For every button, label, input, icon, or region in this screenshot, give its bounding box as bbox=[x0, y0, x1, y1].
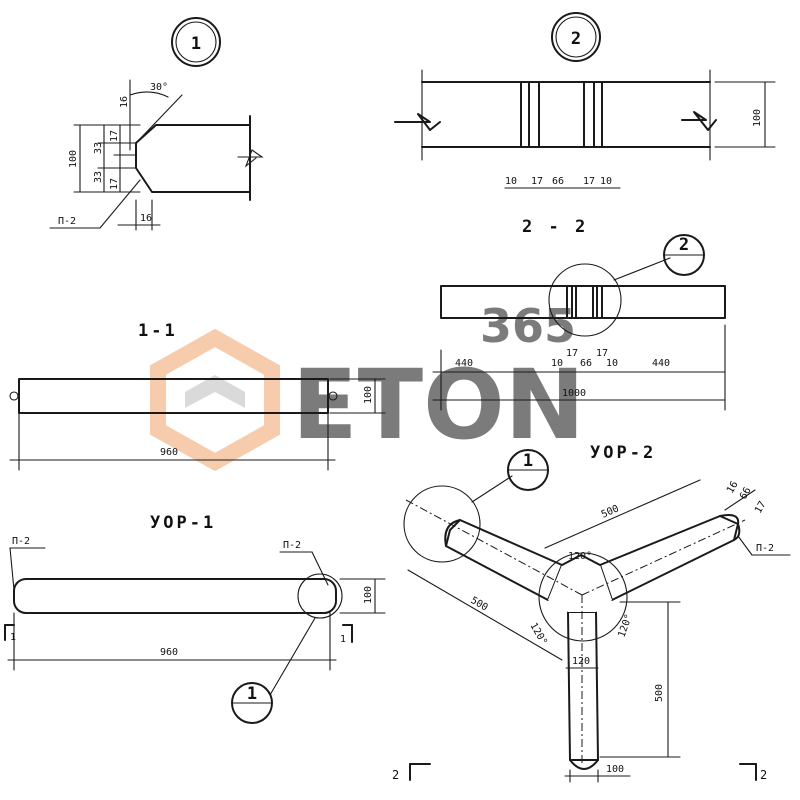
svg-text:66: 66 bbox=[552, 176, 564, 187]
svg-text:10: 10 bbox=[600, 176, 612, 187]
svg-text:16: 16 bbox=[725, 480, 741, 496]
section-2-2-detail-circle bbox=[548, 263, 622, 337]
detail-2-bubble-label: 2 bbox=[571, 29, 581, 49]
upor-2-angle-top: 120° bbox=[568, 551, 592, 562]
watermark-hexagon-icon bbox=[150, 328, 280, 472]
upor-1-title: УОР-1 bbox=[150, 513, 216, 533]
detail-2: 2 100 10 17 66 17 10 bbox=[394, 12, 776, 189]
upor-1-length: 960 bbox=[160, 647, 178, 658]
svg-text:16: 16 bbox=[119, 96, 130, 108]
upor-2-title: УОР-2 bbox=[590, 443, 656, 463]
section-1-1-length: 960 bbox=[160, 447, 178, 458]
svg-text:17: 17 bbox=[531, 176, 543, 187]
section-1-1-title: 1-1 bbox=[138, 321, 178, 341]
svg-text:16: 16 bbox=[140, 213, 152, 224]
svg-text:10: 10 bbox=[505, 176, 517, 187]
upor-2-arm-upper: 500 bbox=[600, 503, 621, 520]
upor-1-detail-circle bbox=[297, 573, 343, 619]
upor-2-angle-left: 120° bbox=[527, 621, 549, 647]
svg-text:33: 33 bbox=[93, 171, 104, 183]
svg-text:17: 17 bbox=[109, 130, 120, 142]
detail-2-bubble bbox=[551, 12, 601, 62]
detail-1-callout: П-2 bbox=[58, 216, 76, 227]
svg-text:10: 10 bbox=[606, 358, 618, 369]
watermark: 365 ETON bbox=[150, 299, 585, 472]
svg-text:10: 10 bbox=[551, 358, 563, 369]
section-2-2-title: 2 - 2 bbox=[522, 217, 588, 237]
svg-text:17: 17 bbox=[566, 348, 578, 359]
detail-2-height: 100 bbox=[752, 109, 763, 127]
svg-text:66: 66 bbox=[738, 486, 754, 502]
upor-2-cut-left: 2 bbox=[392, 768, 399, 782]
section-2-2-total: 1000 bbox=[562, 388, 586, 399]
upor-1: УОР-1 П-2 П-2 100 960 1 1 1 bbox=[4, 513, 386, 724]
upor-1-callout-left: П-2 bbox=[12, 536, 30, 547]
svg-text:120: 120 bbox=[572, 656, 590, 667]
upor-2: УОР-2 1 500 500 500 bbox=[392, 443, 791, 783]
detail-1-bubble bbox=[171, 17, 221, 67]
detail-1: 1 30° 16 100 33 33 17 17 П-2 16 bbox=[49, 17, 264, 231]
detail-1-angle: 30° bbox=[150, 82, 168, 93]
upor-2-angle-right: 120° bbox=[616, 613, 635, 639]
upor-2-bubble-label: 1 bbox=[523, 451, 533, 471]
upor-2-detail-circle bbox=[403, 485, 481, 563]
svg-text:33: 33 bbox=[93, 142, 104, 154]
svg-text:440: 440 bbox=[652, 358, 670, 369]
upor-1-cut-left: 1 bbox=[10, 632, 16, 643]
upor-2-width-100: 100 bbox=[606, 764, 624, 775]
upor-1-callout-right: П-2 bbox=[283, 540, 301, 551]
upor-2-center-circle bbox=[538, 552, 628, 642]
svg-text:17: 17 bbox=[109, 178, 120, 190]
upor-2-arm-down: 500 bbox=[654, 684, 665, 702]
section-1-1: 1-1 100 960 bbox=[9, 321, 386, 471]
svg-text:17: 17 bbox=[596, 348, 608, 359]
upor-1-bubble-label: 1 bbox=[247, 684, 257, 704]
upor-2-arm-left: 500 bbox=[469, 595, 490, 614]
section-2-2: 2 - 2 2 440 10 17 66 17 10 440 1000 bbox=[432, 217, 726, 411]
svg-text:17: 17 bbox=[583, 176, 595, 187]
upor-1-height: 100 bbox=[363, 586, 374, 604]
detail-1-dim-100: 100 bbox=[68, 150, 79, 168]
svg-text:17: 17 bbox=[753, 500, 769, 516]
watermark-word: ETON bbox=[292, 349, 585, 461]
svg-text:440: 440 bbox=[455, 358, 473, 369]
detail-1-bubble-label: 1 bbox=[191, 34, 201, 54]
upor-2-callout: П-2 bbox=[756, 543, 774, 554]
upor-2-cut-right: 2 bbox=[760, 768, 767, 782]
upor-1-cut-right: 1 bbox=[340, 634, 346, 645]
section-1-1-height: 100 bbox=[363, 386, 374, 404]
section-2-2-bubble-label: 2 bbox=[679, 235, 689, 255]
svg-text:66: 66 bbox=[580, 358, 592, 369]
watermark-number: 365 bbox=[480, 299, 576, 353]
